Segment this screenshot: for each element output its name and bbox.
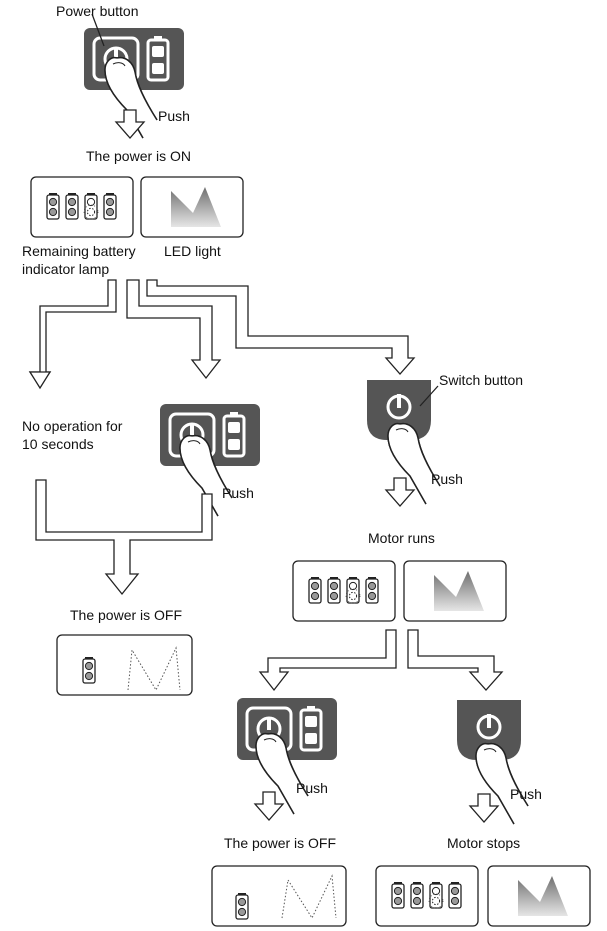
power-off-panel-2 [211,865,347,927]
down-arrow-icon [253,791,285,821]
switch-button-label: Switch button [439,372,524,388]
push-label-2: Push [222,485,254,501]
power-button-leader [91,13,105,47]
push-label-3: Push [431,471,463,487]
motor-runs-label: Motor runs [368,530,435,546]
motor-runs-led-panel [403,560,507,622]
push-label-4: Push [296,780,328,796]
motor-stops-label: Motor stops [447,835,521,851]
motor-stops-led-panel [487,865,591,927]
motor-stops-battery-panel [376,866,478,926]
power-off-label-2: The power is OFF [224,835,337,851]
push-label-5: Push [510,786,542,802]
down-arrow-icon [468,793,500,823]
led-light-panel [140,176,244,238]
down-arrow-icon [384,477,416,507]
power-on-label: The power is ON [86,148,192,164]
motor-runs-battery-panel [293,561,395,621]
switch-button-leader [419,385,439,407]
branch-paths [28,279,416,390]
motor-branch-paths [258,629,504,692]
down-arrow-icon [114,109,146,139]
off-path [35,479,213,596]
push-label-1: Push [158,108,190,124]
no-operation-label: No operation for 10 seconds [22,418,123,452]
power-off-label-1: The power is OFF [70,607,183,623]
power-off-panel-1 [56,634,193,696]
battery-lamp-label: Remaining battery indicator lamp [22,243,136,277]
led-light-label: LED light [164,243,221,259]
power-button-label: Power button [56,3,139,19]
battery-indicator-panel [31,177,133,237]
